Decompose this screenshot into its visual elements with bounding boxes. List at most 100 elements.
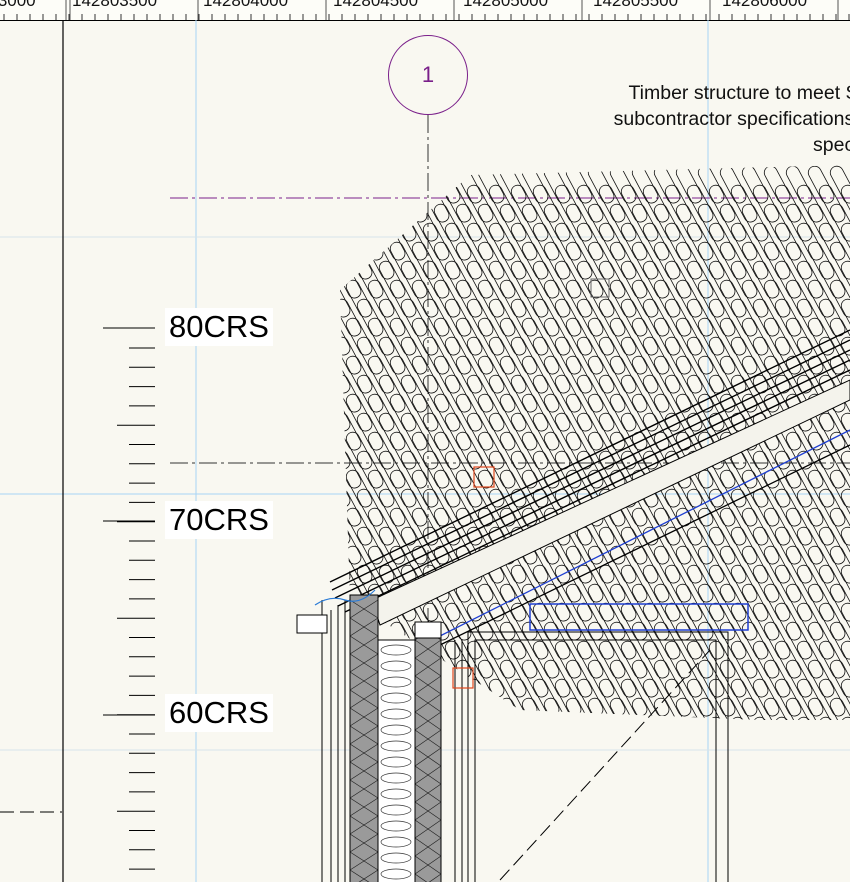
insulation-loop (840, 298, 850, 337)
insulation-loop (774, 602, 802, 641)
hatch (414, 783, 442, 803)
level-label-60crs[interactable]: 60CRS (165, 694, 273, 732)
insulation-loop (708, 184, 736, 223)
insulation-loop (697, 583, 725, 622)
insulation-loop (807, 583, 835, 622)
insulation-loop (741, 317, 769, 356)
insulation-loop (686, 602, 714, 641)
hatch (349, 779, 379, 799)
insulation-loop (752, 640, 780, 679)
insulation-loop (543, 659, 571, 698)
insulation-loop (510, 260, 538, 299)
insulation-loop (620, 222, 648, 261)
insulation-loop (653, 203, 681, 242)
insulation-loop (697, 469, 725, 508)
insulation-loop (300, 468, 330, 509)
insulation-loop (389, 317, 417, 356)
insulation-loop (730, 298, 758, 337)
insulation-loop (311, 183, 341, 224)
insulation-loop (675, 507, 703, 546)
insulation-loop (796, 526, 824, 565)
insulation-loop (433, 279, 461, 318)
insulation-loop (675, 545, 703, 584)
insulation-loop (587, 393, 615, 432)
insulation-loop (532, 678, 560, 717)
insulation-loop (311, 335, 341, 376)
insulation-loop (532, 184, 560, 223)
insulation-loop (642, 260, 670, 299)
insulation-loop (719, 165, 747, 204)
insulation-loop (763, 317, 791, 356)
insulation-loop (609, 697, 637, 720)
hatch (414, 855, 442, 875)
insulation-loop (378, 298, 406, 337)
insulation-loop (444, 678, 472, 717)
insulation-loop (521, 355, 549, 394)
insulation-loop (686, 222, 714, 261)
roof-layer (337, 359, 850, 607)
insulation-loop (433, 507, 461, 546)
insulation-loop (380, 772, 412, 784)
insulation-loop (565, 393, 593, 432)
insulation-loop (477, 393, 505, 432)
insulation-loop (741, 279, 769, 318)
insulation-loop (455, 279, 483, 318)
insulation-loop (587, 545, 615, 584)
insulation-loop (356, 488, 384, 527)
insulation-loop (719, 279, 747, 318)
insulation-loop (300, 392, 330, 433)
insulation-loop (532, 412, 560, 451)
insulation-loop (422, 184, 450, 223)
insulation-loop (785, 621, 813, 660)
insulation-loop (697, 659, 725, 698)
top-ruler[interactable]: 42803000 142803500 142804000 142804500 1… (0, 0, 850, 21)
insulation-loop (345, 431, 373, 470)
insulation-loop (400, 184, 428, 223)
insulation-loop (807, 203, 835, 242)
insulation-loop (532, 336, 560, 375)
insulation-loop (340, 298, 362, 337)
insulation-loop (543, 203, 571, 242)
level-label-80crs[interactable]: 80CRS (165, 308, 273, 346)
insulation-loop (400, 450, 428, 489)
insulation-loop (378, 336, 406, 375)
insulation-loop (642, 564, 670, 603)
insulation-loop (411, 355, 439, 394)
insulation-loop (675, 583, 703, 622)
annotation-note[interactable]: Timber structure to meet SE & subcontrac… (614, 80, 850, 158)
insulation-loop (631, 241, 659, 280)
insulation-loop (356, 526, 384, 565)
insulation-loop (565, 545, 593, 584)
level-label-70crs[interactable]: 70CRS (165, 501, 273, 539)
grid-bubble[interactable]: 1 (388, 35, 468, 115)
insulation-loop (367, 355, 395, 394)
insulation-loop (565, 621, 593, 660)
insulation-loop (378, 260, 406, 299)
insulation-loop (433, 393, 461, 432)
insulation-loop (774, 260, 802, 299)
insulation-loop (532, 450, 560, 489)
insulation-loop (829, 697, 850, 720)
insulation-loop (763, 165, 791, 204)
insulation-loop (510, 222, 538, 261)
insulation-loop (554, 222, 582, 261)
insulation-loop (609, 317, 637, 356)
insulation-loop (411, 469, 439, 508)
insulation-loop (411, 165, 439, 204)
insulation-loop (818, 336, 846, 375)
insulation-loop (730, 222, 758, 261)
insulation-loop (300, 544, 330, 585)
insulation-loop (356, 260, 384, 299)
drawing-canvas[interactable] (0, 20, 850, 882)
insulation-loop (356, 374, 384, 413)
insulation-loop (554, 374, 582, 413)
insulation-loop (730, 526, 758, 565)
insulation-loop (598, 678, 626, 717)
insulation-loop (340, 659, 351, 698)
insulation-loop (422, 298, 450, 337)
insulation-loop (631, 203, 659, 242)
insulation-loop (796, 450, 824, 489)
insulation-loop (488, 260, 516, 299)
insulation-loop (378, 222, 406, 261)
insulation-loop (719, 621, 747, 660)
